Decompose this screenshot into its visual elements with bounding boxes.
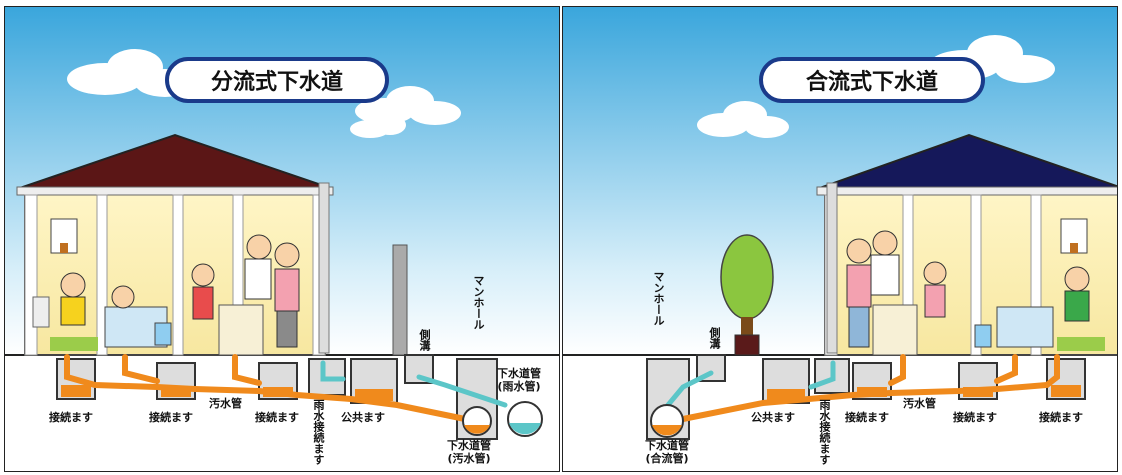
girl-brushing bbox=[923, 261, 947, 318]
sewage-pipe-label: 汚水管 bbox=[209, 397, 242, 410]
sewage-main-label: 下水道管 (汚水管) bbox=[447, 439, 491, 465]
combined-main-label: 下水道管 (合流管) bbox=[645, 439, 689, 465]
ditch-label: 側溝 bbox=[708, 327, 721, 349]
ditch-label: 側溝 bbox=[418, 329, 431, 351]
fence-wall bbox=[392, 244, 408, 356]
girl-brushing bbox=[191, 263, 264, 356]
rain-main-label: 下水道管 (雨水管) bbox=[497, 367, 541, 393]
sewage-pipe-label: 汚水管 bbox=[903, 397, 936, 410]
manhole-label: マンホール bbox=[652, 271, 665, 326]
house bbox=[816, 133, 1117, 356]
sewage-pipe bbox=[64, 354, 468, 422]
connection-basin-label: 接続ます bbox=[953, 411, 997, 424]
tree bbox=[720, 234, 774, 356]
drain-pipe bbox=[318, 182, 330, 354]
toilet-person bbox=[1057, 266, 1105, 351]
house bbox=[16, 133, 334, 356]
bath-person bbox=[104, 285, 172, 348]
cloud bbox=[697, 101, 789, 138]
cloud bbox=[350, 115, 406, 138]
connection-basin-label: 接続ます bbox=[255, 411, 299, 424]
public-basin-label: 公共ます bbox=[751, 411, 795, 424]
rain-pipe bbox=[320, 360, 508, 408]
connection-basin-label: 接続ます bbox=[1039, 411, 1083, 424]
connection-basin-label: 接続ます bbox=[49, 411, 93, 424]
panel-title: 分流式下水道 bbox=[165, 57, 389, 103]
flower-pot bbox=[1070, 243, 1078, 253]
bath-basin bbox=[974, 306, 1054, 348]
manhole-label: マンホール bbox=[472, 275, 485, 330]
toilet-person bbox=[32, 272, 98, 351]
rain-connection-label: 雨水接続ます bbox=[312, 399, 325, 465]
combined-sewer-panel: 合流式下水道 マンホール 側溝 下水道管 (合流管) 公共ます 雨水接続ます 接… bbox=[562, 6, 1118, 472]
panel-title: 合流式下水道 bbox=[759, 57, 985, 103]
separate-sewer-panel: 分流式下水道 接続ます 接続ます 汚水管 接続ます 雨水接続ます 公共ます 側溝… bbox=[4, 6, 560, 472]
rain-pipe bbox=[660, 360, 836, 414]
couple-washing bbox=[846, 230, 918, 356]
flower-pot bbox=[60, 243, 68, 253]
drain-pipe bbox=[826, 182, 838, 354]
connection-basin-label: 接続ます bbox=[149, 411, 193, 424]
couple-washing bbox=[244, 234, 300, 348]
public-basin-label: 公共ます bbox=[341, 411, 385, 424]
rain-connection-label: 雨水接続ます bbox=[818, 399, 831, 465]
connection-basin-label: 接続ます bbox=[845, 411, 889, 424]
